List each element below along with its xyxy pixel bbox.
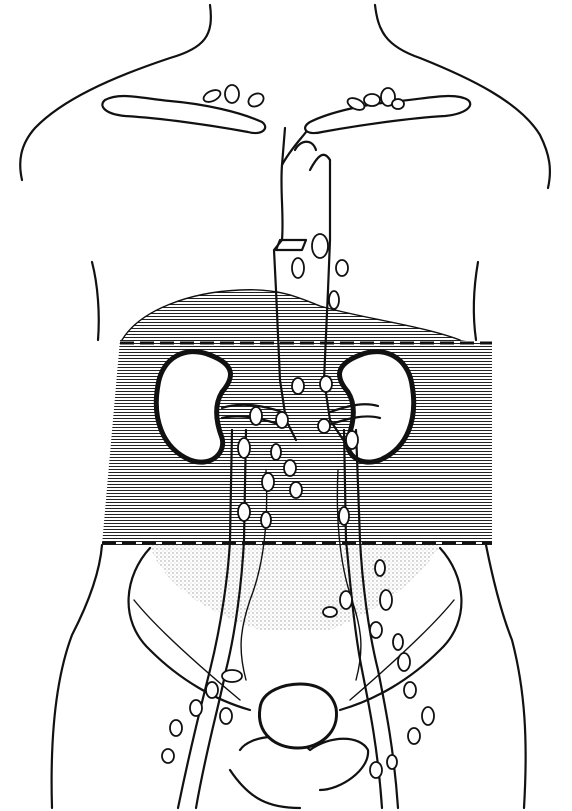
supraclavicular-nodes — [202, 85, 404, 112]
pelvic-region — [150, 545, 440, 630]
clavicles — [102, 96, 470, 133]
bladder — [259, 684, 336, 748]
